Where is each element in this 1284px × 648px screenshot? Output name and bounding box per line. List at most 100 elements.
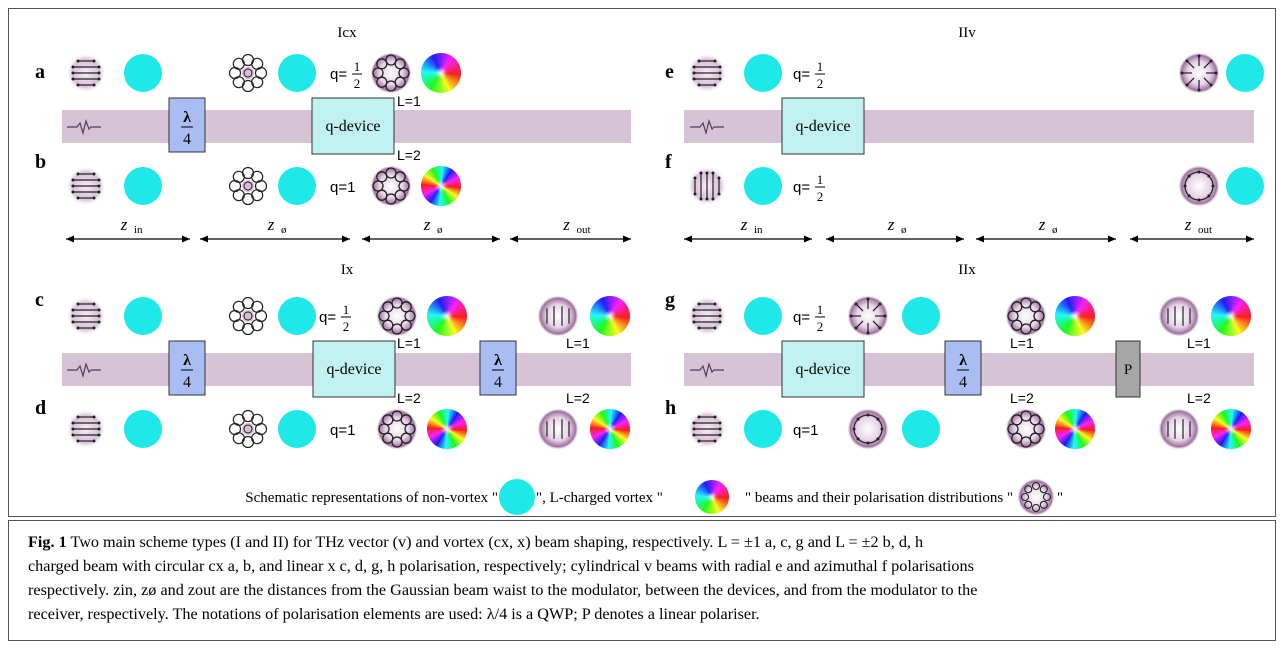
non-vortex-beam xyxy=(278,297,316,335)
vortex-beam xyxy=(1055,409,1095,449)
vortex-beam xyxy=(590,409,630,449)
non-vortex-beam xyxy=(278,54,316,92)
legend: Schematic representations of non-vortex … xyxy=(245,478,1063,516)
non-vortex-beam xyxy=(744,54,782,92)
qwp-element: λ4 xyxy=(168,340,206,396)
vortex-beam xyxy=(421,53,461,93)
polarisation-distribution xyxy=(687,409,727,449)
non-vortex-beam xyxy=(124,54,162,92)
charge-label: L=2 xyxy=(397,147,421,163)
row-letter-c: c xyxy=(35,289,44,311)
figure-caption: Fig. 1 Two main scheme types (I and II) … xyxy=(28,530,1260,626)
legend-part2: ", L-charged vortex " xyxy=(536,490,663,506)
q-label: q= xyxy=(319,309,336,326)
distance-z: z xyxy=(1038,215,1046,234)
distance-z: z xyxy=(887,215,895,234)
charge-label: L=1 xyxy=(566,335,590,351)
qwp-four: 4 xyxy=(183,374,191,391)
non-vortex-beam xyxy=(902,410,940,448)
qwp-four: 4 xyxy=(959,374,967,391)
legend-polarisation-icon xyxy=(1017,478,1055,516)
polarisation-distribution xyxy=(687,53,727,93)
non-vortex-beam xyxy=(278,410,316,448)
vortex-beam xyxy=(1055,296,1095,337)
non-vortex-beam xyxy=(124,167,162,205)
q-device-element: q-device xyxy=(781,97,865,155)
q-half-num: 1 xyxy=(354,59,361,74)
row-letter-b: b xyxy=(35,151,46,173)
distance-sub: ø xyxy=(1052,224,1058,236)
q-device-label: q-device xyxy=(325,118,380,135)
distance-sub: out xyxy=(1198,224,1212,236)
q-one-label: q=1 xyxy=(330,179,355,196)
q-device-label: q-device xyxy=(795,361,850,378)
charge-label: L=2 xyxy=(1187,390,1211,406)
polarisation-distribution xyxy=(1178,165,1220,207)
charge-label: L=1 xyxy=(1187,335,1211,351)
row-letter-f: f xyxy=(665,151,672,173)
qwp-lambda: λ xyxy=(183,109,191,126)
beam-band-iiv xyxy=(684,110,1254,143)
vortex-beam xyxy=(427,296,467,337)
row-letter-g: g xyxy=(665,289,675,311)
polariser-element: P xyxy=(1115,340,1141,398)
q-half-den: 2 xyxy=(817,189,824,204)
polarisation-distribution xyxy=(370,52,412,94)
distance-sub: in xyxy=(134,224,143,236)
polarisation-distribution xyxy=(228,409,268,449)
q-device-element: q-device xyxy=(311,97,395,155)
polarisation-distribution xyxy=(376,408,418,450)
polarisation-distribution xyxy=(1005,295,1047,337)
vortex-beam xyxy=(427,409,467,449)
distance-z: z xyxy=(1184,215,1192,234)
non-vortex-beam xyxy=(124,410,162,448)
polarisation-distribution xyxy=(1158,408,1200,450)
distance-z: z xyxy=(740,215,748,234)
polarisation-distribution xyxy=(537,408,579,450)
q-half-label: q=12 xyxy=(793,172,825,204)
figure-frame xyxy=(8,8,1276,517)
charge-label: L=2 xyxy=(397,390,421,406)
q-half-den: 2 xyxy=(817,76,824,91)
vortex-beam xyxy=(1211,409,1252,449)
q-half-num: 1 xyxy=(343,302,350,317)
qwp-element: λ4 xyxy=(168,97,206,153)
q-label: q= xyxy=(330,66,347,83)
q-half-label: q=12 xyxy=(330,59,362,91)
row-letter-d: d xyxy=(35,397,46,419)
panel-title-iix: IIx xyxy=(958,262,976,278)
polarisation-distribution xyxy=(228,166,268,206)
qwp-element: λ4 xyxy=(479,340,517,396)
distance-z: z xyxy=(267,215,275,234)
legend-non-vortex-beam-icon xyxy=(499,479,535,515)
polarisation-distribution xyxy=(228,296,268,336)
legend-vortex-beam-icon xyxy=(695,480,729,514)
q-device-label: q-device xyxy=(795,118,850,135)
polarisation-distribution xyxy=(376,295,418,337)
distance-sub: out xyxy=(577,224,591,236)
q-half-label: q=12 xyxy=(793,302,825,334)
polarisation-distribution xyxy=(1005,408,1047,450)
charge-label: L=1 xyxy=(397,93,421,109)
distance-sub: ø xyxy=(281,224,287,236)
q-half-den: 2 xyxy=(343,319,350,334)
legend-part1: Schematic representations of non-vortex … xyxy=(245,490,498,506)
polarisation-distribution xyxy=(370,165,412,207)
distance-sub: in xyxy=(754,224,763,236)
q-half-label: q= 1 2 xyxy=(319,302,351,334)
non-vortex-beam xyxy=(902,297,940,335)
q-label: q= xyxy=(793,309,810,326)
q-half-num: 1 xyxy=(817,302,824,317)
qwp-four: 4 xyxy=(183,131,191,148)
polarisation-distribution xyxy=(66,296,106,336)
non-vortex-beam xyxy=(744,297,782,335)
panel-title-iiv: IIv xyxy=(958,25,976,41)
qwp-lambda: λ xyxy=(959,352,967,369)
